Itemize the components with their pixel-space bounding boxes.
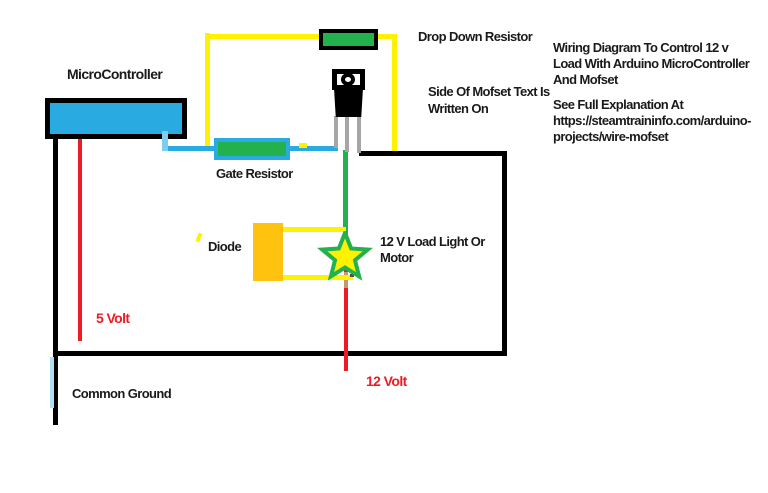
- black-wire-mosfet-horizontal: [359, 151, 507, 156]
- yellow-wire-vertical-right: [392, 34, 397, 153]
- diagram-title-line2: Load With Arduino MicroController: [553, 56, 750, 71]
- red-wire-12v: [344, 262, 348, 371]
- yellow-wire-top-horizontal: [205, 34, 323, 39]
- yellow-dash-near-diode: [195, 232, 203, 243]
- diode-label: Diode: [208, 239, 242, 254]
- common-ground-label: Common Ground: [72, 386, 172, 401]
- microcontroller-pin-nub: [162, 131, 168, 151]
- mosfet-source-leg: [357, 116, 361, 153]
- yellow-dash-on-gate-wire: [299, 143, 307, 148]
- yellow-wire-diode-bottom: [283, 275, 353, 280]
- mosfet-mounting-hole-icon: [341, 73, 355, 86]
- pale-blue-segment: [50, 357, 54, 408]
- black-wire-right-vertical: [502, 151, 507, 356]
- load-label-line1: 12 V Load Light Or: [380, 234, 485, 249]
- load-star-icon: [317, 231, 373, 281]
- black-wire-ground-horizontal: [53, 351, 507, 356]
- explanation-line1: See Full Explanation At: [553, 97, 684, 112]
- diagram-title: Wiring Diagram To Control 12 v Load With…: [553, 40, 750, 88]
- drop-down-resistor-box: [319, 29, 378, 50]
- load-label: 12 V Load Light Or Motor: [380, 234, 485, 266]
- explanation-url-line1: https://steamtraininfo.com/arduino-: [553, 113, 751, 128]
- diode-box: [253, 223, 283, 281]
- diagram-title-line3: And Mofset: [553, 72, 618, 87]
- explanation-url-line2: projects/wire-mofset: [553, 129, 669, 144]
- mosfet-drain-leg: [345, 116, 349, 152]
- black-wire-left-vertical: [53, 136, 58, 425]
- five-volt-label: 5 Volt: [96, 310, 130, 326]
- yellow-wire-diode-top: [283, 227, 346, 232]
- mosfet-note-line1: Side Of Mofset Text Is: [428, 84, 550, 99]
- explanation-text: See Full Explanation At https://steamtra…: [553, 97, 751, 145]
- gate-resistor-box: [214, 138, 290, 160]
- yellow-wire-after-resistor: [374, 34, 397, 39]
- gate-resistor-label: Gate Resistor: [216, 166, 293, 181]
- red-wire-5v: [78, 137, 82, 341]
- microcontroller-label: MicroController: [67, 66, 163, 82]
- diagram-title-line1: Wiring Diagram To Control 12 v: [553, 40, 729, 55]
- mosfet-note: Side Of Mofset Text Is Written On: [428, 83, 550, 117]
- drop-down-resistor-label: Drop Down Resistor: [418, 29, 533, 44]
- yellow-wire-vertical-left: [205, 33, 210, 151]
- twelve-volt-label: 12 Volt: [366, 373, 407, 389]
- load-label-line2: Motor: [380, 250, 414, 265]
- mosfet-note-line2: Written On: [428, 101, 489, 116]
- small-dark-tick: [350, 274, 354, 277]
- mosfet-gate-leg: [334, 116, 338, 148]
- green-wire-to-load: [343, 150, 348, 237]
- red-yellow-overlap-segment: [344, 272, 348, 288]
- mosfet-body: [334, 88, 363, 117]
